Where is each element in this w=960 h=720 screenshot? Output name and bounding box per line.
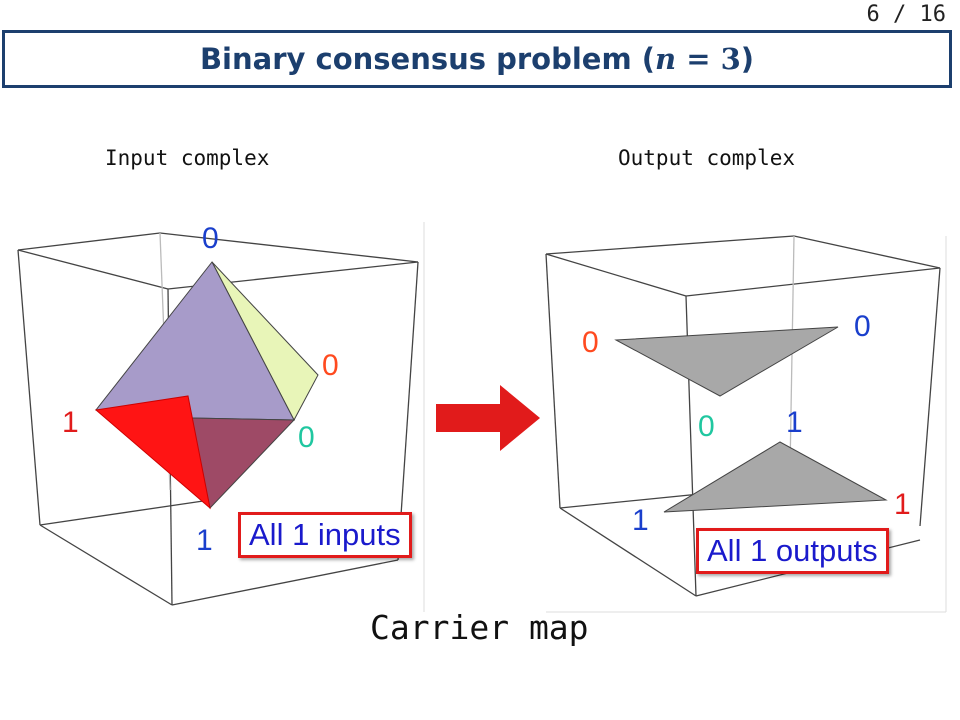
output-complex-label: Output complex (618, 146, 796, 170)
title-prefix: Binary consensus problem ( (199, 42, 656, 76)
page-number: 6 / 16 (866, 2, 946, 27)
vertex-label: 0 (698, 410, 715, 443)
cube-edge (171, 559, 399, 606)
vertex-label: 1 (786, 406, 803, 439)
cube-edge (39, 499, 211, 526)
cube-edge (685, 267, 941, 297)
title-var: n (655, 42, 677, 76)
vertex-label: 1 (894, 488, 911, 521)
title-suffix: ) (740, 42, 755, 76)
input-complex-label: Input complex (105, 146, 270, 170)
cube-edge (793, 235, 941, 269)
output-triangle-zero (614, 326, 839, 397)
cube-edge (17, 249, 41, 526)
vertex-label: 0 (854, 310, 871, 343)
cube-edge (17, 232, 161, 251)
cube-edge (559, 507, 697, 597)
cube-edge (397, 261, 419, 561)
title-equals: = 3 (676, 42, 741, 76)
cube-edge (17, 249, 169, 290)
vertex-label: 1 (62, 406, 79, 439)
title-math: n = 3 (655, 42, 741, 76)
output-triangle-one (663, 441, 888, 513)
vertex-label: 0 (202, 222, 219, 255)
carrier-arrow (436, 385, 540, 451)
vertex-label: 0 (298, 421, 315, 454)
cube-edge (159, 232, 419, 263)
face-red (94, 395, 211, 510)
cube-edge (919, 267, 941, 527)
vertex-label: 1 (196, 524, 213, 557)
carrier-map-label: Carrier map (370, 608, 589, 647)
all-1-outputs-callout: All 1 outputs (696, 528, 889, 574)
cube-edge (545, 253, 561, 509)
slide-title: Binary consensus problem (n = 3) (200, 42, 754, 76)
input-octahedron (94, 261, 319, 510)
cube-edge (545, 253, 687, 297)
title-bar: Binary consensus problem (n = 3) (2, 30, 952, 88)
all-1-inputs-callout: All 1 inputs (238, 512, 412, 558)
cube-edge (39, 524, 173, 606)
vertex-label: 1 (632, 504, 649, 537)
vertex-label: 0 (582, 326, 599, 359)
vertex-label: 0 (322, 349, 339, 382)
cube-edge (545, 235, 795, 255)
